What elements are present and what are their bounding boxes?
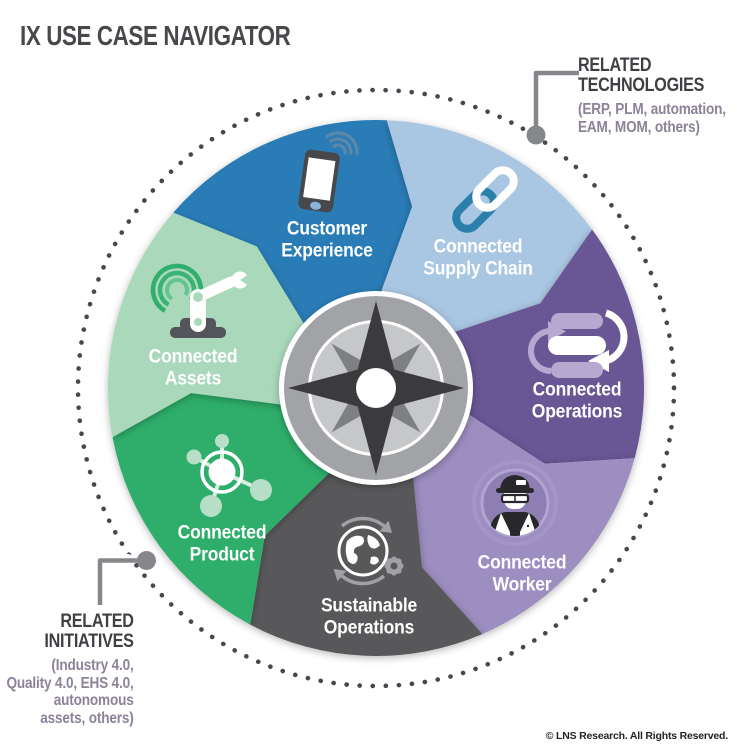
dotted-ring bbox=[75, 87, 677, 689]
segment-customer-experience bbox=[173, 119, 413, 348]
globe-gear-icon bbox=[333, 516, 404, 586]
robot-arm-icon bbox=[150, 263, 252, 338]
callout-initiatives-title: RELATED INITIATIVES bbox=[44, 611, 135, 653]
callout-related-initiatives: RELATED INITIATIVES (Industry 4.0, Quali… bbox=[6, 611, 135, 728]
copyright-notice: © LNS Research. All Rights Reserved. bbox=[545, 730, 728, 742]
segment-connected-product bbox=[112, 393, 350, 625]
wheel-segments bbox=[107, 119, 645, 656]
technologies-connector bbox=[526, 70, 579, 145]
chain-link-icon bbox=[452, 166, 518, 233]
segment-connected-supply-chain bbox=[371, 120, 593, 341]
page-title: IX USE CASE NAVIGATOR bbox=[20, 20, 291, 51]
callout-technologies-subtitle: (ERP, PLM, automation, EAM, MOM, others) bbox=[578, 100, 726, 136]
initiatives-connector bbox=[97, 551, 156, 605]
callout-technologies-title: RELATED TECHNOLOGIES bbox=[578, 55, 705, 97]
callout-related-technologies: RELATED TECHNOLOGIES (ERP, PLM, automati… bbox=[578, 55, 726, 136]
molecule-icon bbox=[186, 434, 272, 517]
worker-icon bbox=[472, 460, 558, 546]
compass-rose-icon bbox=[279, 291, 473, 485]
callout-initiatives-subtitle: (Industry 4.0, Quality 4.0, EHS 4.0, aut… bbox=[6, 656, 135, 728]
smartphone-wifi-icon bbox=[298, 131, 359, 213]
segment-sustainable-operations bbox=[250, 449, 483, 656]
segment-connected-operations bbox=[427, 229, 645, 464]
process-flow-icon bbox=[528, 309, 628, 378]
